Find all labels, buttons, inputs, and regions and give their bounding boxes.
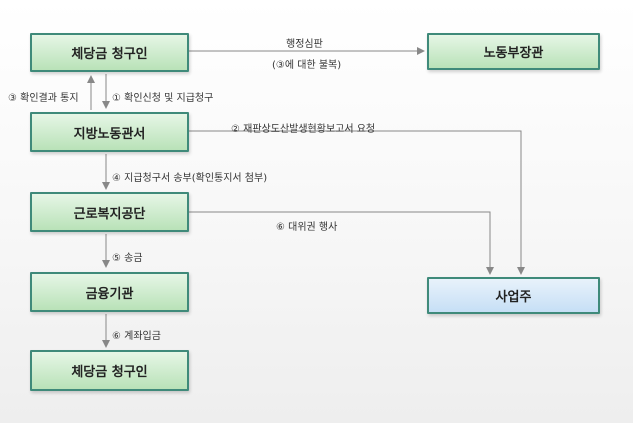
node-labor-office: 지방노동관서 <box>30 112 189 152</box>
confirm-result-label: ③ 확인결과 통지 <box>8 93 79 104</box>
report-request-arrow <box>189 130 525 275</box>
node-labor-office-label: 지방노동관서 <box>73 126 146 142</box>
deposit-label: ⑥ 계좌입금 <box>112 331 161 342</box>
send-claim-label: ④ 지급청구서 송부(확인통지서 첨부) <box>112 173 268 184</box>
node-welfare-corp-label: 근로복지공단 <box>73 206 146 222</box>
node-employer-label: 사업주 <box>495 290 532 305</box>
node-bank-label: 금융기관 <box>85 286 134 302</box>
node-employer: 사업주 <box>427 277 600 314</box>
report-request-label: ② 재판상도산발생현황보고서 요청 <box>231 124 376 135</box>
remit-label: ⑤ 송금 <box>112 253 143 264</box>
node-claimant-top: 체당금 청구인 <box>30 33 189 72</box>
subrogation-label: ⑥ 대위권 행사 <box>276 222 338 233</box>
node-claimant-top-label: 체당금 청구인 <box>71 47 148 62</box>
node-ministry: 노동부장관 <box>427 33 600 70</box>
node-ministry-label: 노동부장관 <box>483 46 544 61</box>
apply-confirm-label: ① 확인신청 및 지급청구 <box>112 93 214 104</box>
appeal-title-label: 행정심판 <box>286 39 323 50</box>
node-bank: 금융기관 <box>30 272 189 312</box>
node-welfare-corp: 근로복지공단 <box>30 192 189 232</box>
appeal-note-label: (③에 대한 불복) <box>272 60 342 71</box>
node-claimant-bottom: 체당금 청구인 <box>30 350 189 391</box>
node-claimant-bottom-label: 체당금 청구인 <box>71 365 148 380</box>
subrogation-arrow <box>189 211 494 275</box>
